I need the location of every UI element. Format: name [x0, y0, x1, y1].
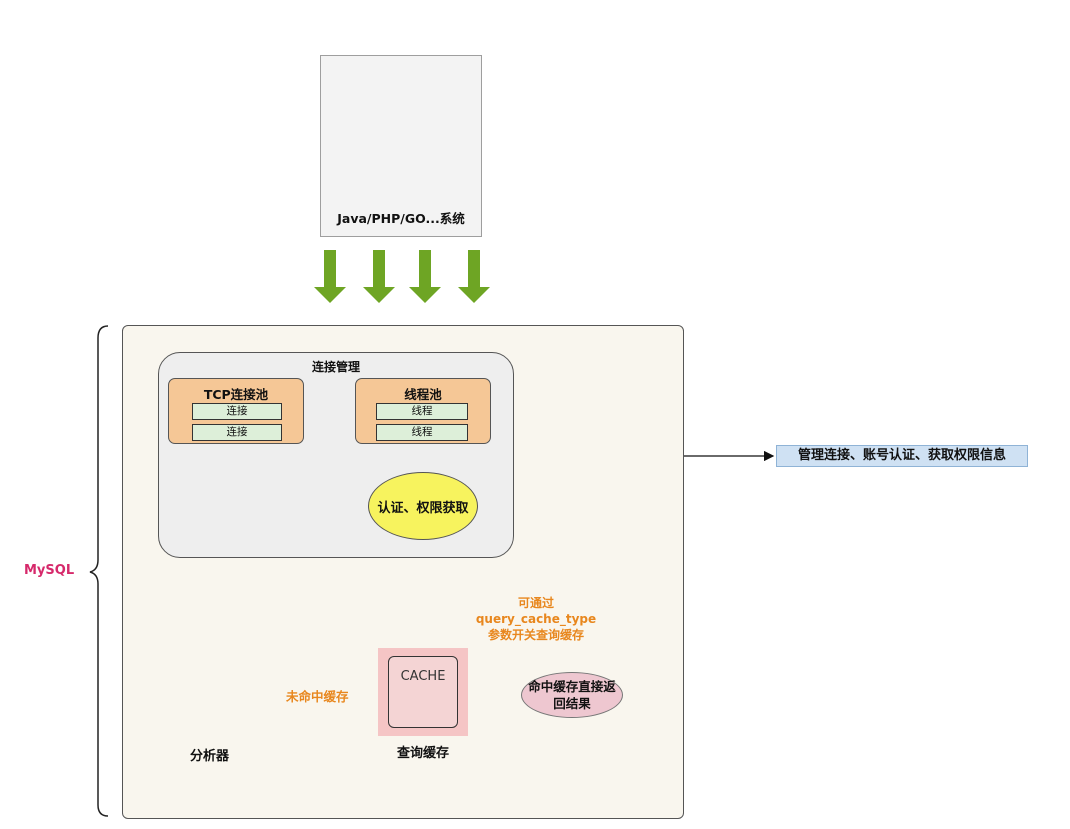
query-cache-label: 查询缓存 [396, 746, 449, 761]
mysql-label: MySQL [24, 563, 75, 578]
connection-management-title: 连接管理 [311, 360, 360, 374]
cache-bubble-text: 可通过 query_cache_type 参数开关查询缓存 [462, 595, 610, 643]
client-system-label: Java/PHP/GO...系统 [337, 211, 465, 226]
down-arrow-1 [314, 250, 346, 303]
thread-pool-title: 线程池 [404, 387, 442, 402]
thread-slot: 线程 [376, 403, 468, 420]
client-system-box: Java/PHP/GO...系统 [320, 55, 482, 237]
thread-slot: 线程 [376, 424, 468, 441]
thread-pool-box: 线程池 线程 线程 [355, 378, 491, 444]
cache-inner-text: CACHE [400, 669, 446, 684]
cache-hit-result: 命中缓存直接返回结果 [521, 672, 623, 718]
bubble-line: 可通过 [517, 596, 554, 610]
down-arrow-4 [458, 250, 490, 303]
down-arrow-2 [363, 250, 395, 303]
bubble-line: 参数开关查询缓存 [487, 628, 584, 642]
analyzer-label: 分析器 [190, 749, 230, 764]
mysql-brace [89, 325, 109, 817]
auth-permission-node: 认证、权限获取 [368, 472, 478, 540]
side-note-box: 管理连接、账号认证、获取权限信息 [776, 445, 1028, 467]
down-arrow-3 [409, 250, 441, 303]
green-down-arrows [314, 250, 490, 303]
tcp-pool-box: TCP连接池 连接 连接 [168, 378, 304, 444]
cache-miss-label: 未命中缓存 [286, 689, 349, 704]
query-cache-box: CACHE [388, 656, 458, 728]
tcp-slot: 连接 [192, 403, 282, 420]
bubble-line: query_cache_type [475, 612, 597, 626]
tcp-slot: 连接 [192, 424, 282, 441]
tcp-pool-title: TCP连接池 [203, 387, 269, 402]
